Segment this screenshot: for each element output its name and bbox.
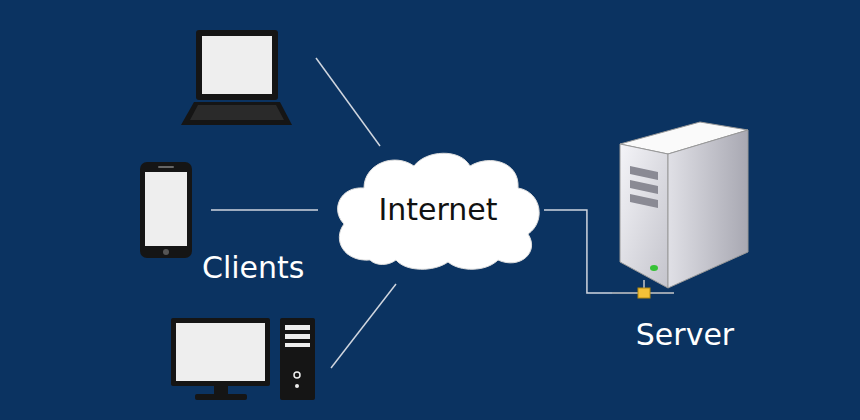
server-node: Server [612, 112, 758, 352]
client-link [316, 58, 380, 146]
server-label: Server [636, 318, 734, 353]
internet-cloud: Internet [330, 148, 546, 272]
desktop-icon [171, 318, 315, 400]
client-link [331, 284, 396, 368]
network-link [544, 210, 612, 293]
group-label: Clients [202, 250, 304, 285]
network-label: Internet [378, 193, 497, 228]
server-icon [612, 112, 758, 352]
client-link [211, 209, 318, 211]
laptop-icon [181, 30, 292, 125]
phone-icon [140, 162, 192, 258]
